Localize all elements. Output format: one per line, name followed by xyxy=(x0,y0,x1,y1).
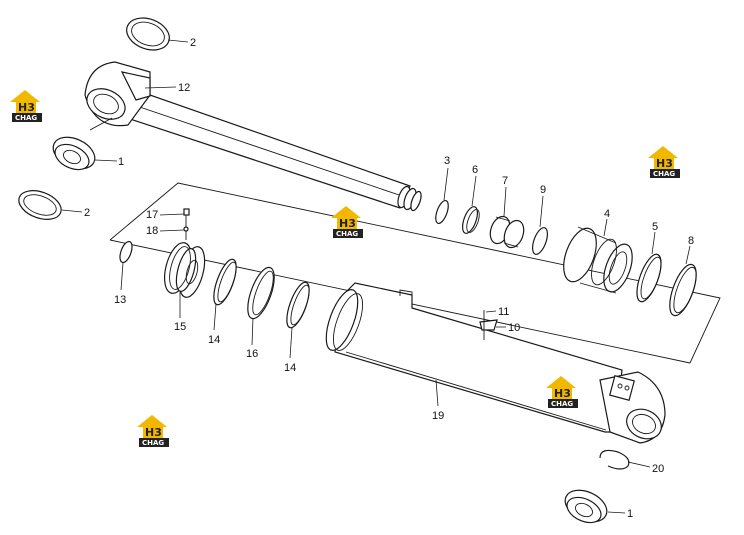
part-4-guide-sleeve xyxy=(563,226,633,294)
callout-14-a: 14 xyxy=(208,334,220,346)
leader-lines xyxy=(61,39,691,514)
watermark-logo-4: H3 CHAG xyxy=(546,376,578,408)
part-14-ring-b xyxy=(286,281,310,329)
callout-2-top: 2 xyxy=(190,37,196,49)
callout-9: 9 xyxy=(540,184,546,196)
logo-bottom-text: CHAG xyxy=(551,400,573,408)
callout-17: 17 xyxy=(146,209,158,221)
part-2-top-ring xyxy=(126,17,170,51)
callout-8: 8 xyxy=(688,235,694,247)
watermark-logo-2: H3 CHAG xyxy=(648,146,680,178)
part-14-ring-a xyxy=(213,258,237,306)
part-17-18-fitting xyxy=(183,208,190,240)
callout-1-top: 1 xyxy=(118,156,124,168)
part-12-piston-rod xyxy=(84,61,422,212)
logo-top-text: H3 xyxy=(145,426,162,439)
part-8-ring xyxy=(669,263,697,317)
part-1-bottom-bearing xyxy=(564,489,608,524)
logo-bottom-text: CHAG xyxy=(142,439,164,447)
part-3-ring xyxy=(435,199,449,225)
callout-20: 20 xyxy=(652,463,664,475)
logo-top-text: H3 xyxy=(18,101,35,114)
callout-19: 19 xyxy=(432,410,444,422)
part-1-top-bearing xyxy=(52,117,113,171)
callout-2-bottom: 2 xyxy=(84,207,90,219)
part-20-snap-ring xyxy=(599,449,630,470)
part-9-ring xyxy=(532,227,548,255)
logo-top-text: H3 xyxy=(554,387,571,400)
watermark-logo-3: H3 CHAG xyxy=(331,206,363,238)
callout-1-bottom: 1 xyxy=(627,508,633,520)
logo-top-text: H3 xyxy=(339,217,356,230)
callout-11: 11 xyxy=(498,306,509,318)
callout-4: 4 xyxy=(604,208,610,220)
part-19-cylinder-barrel xyxy=(325,282,623,433)
logo-top-text: H3 xyxy=(656,157,673,170)
callout-6: 6 xyxy=(472,164,478,176)
cylinder-end-eye xyxy=(599,371,666,444)
callout-14-b: 14 xyxy=(284,362,296,374)
callout-labels: 2 12 1 2 3 6 7 9 4 5 8 17 18 13 15 14 16… xyxy=(84,37,694,520)
watermark-logo-5: H3 CHAG xyxy=(137,415,169,447)
logo-bottom-text: CHAG xyxy=(336,230,358,238)
callout-12: 12 xyxy=(178,82,190,94)
callout-3: 3 xyxy=(444,155,450,167)
callout-7: 7 xyxy=(502,175,508,187)
part-5-ring xyxy=(636,253,662,303)
part-2-bottom-ring xyxy=(18,190,62,220)
part-15-piston xyxy=(163,242,206,298)
callout-5: 5 xyxy=(652,221,658,233)
callout-13: 13 xyxy=(114,294,126,306)
logo-bottom-text: CHAG xyxy=(15,114,37,122)
callout-15: 15 xyxy=(174,321,186,333)
part-6-ring xyxy=(462,206,480,234)
part-7-bushing xyxy=(489,215,525,249)
part-16-ring xyxy=(247,266,275,320)
logo-bottom-text: CHAG xyxy=(653,170,675,178)
part-13-ring xyxy=(119,240,133,264)
watermark-logo-1: H3 CHAG xyxy=(10,90,42,122)
callout-18: 18 xyxy=(146,225,158,237)
callout-10: 10 xyxy=(508,322,520,334)
callout-16: 16 xyxy=(246,348,258,360)
